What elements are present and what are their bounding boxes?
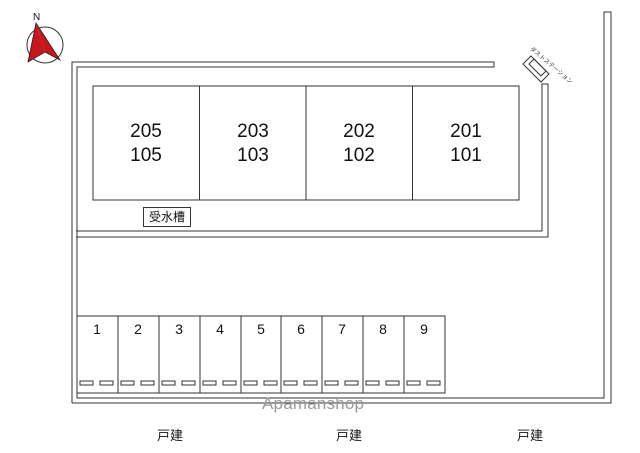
unit-upper: 201 xyxy=(450,121,482,142)
inner-wall xyxy=(76,83,549,238)
parking-slot-2: 2 xyxy=(134,321,142,337)
building-unit-202-102: 202 102 xyxy=(306,120,412,168)
parking-slot-8: 8 xyxy=(379,321,387,337)
neighbor-house-label: 戸建 xyxy=(516,429,543,444)
trash-station-icon xyxy=(522,55,550,83)
unit-upper: 205 xyxy=(130,121,162,142)
parking-slot-1: 1 xyxy=(93,321,101,337)
unit-lower: 102 xyxy=(343,145,375,166)
unit-upper: 203 xyxy=(237,121,269,142)
wheel-stops xyxy=(79,380,441,386)
watermark: Apamanshop xyxy=(262,394,365,413)
neighbor-house-label: 戸建 xyxy=(156,429,183,444)
unit-lower: 103 xyxy=(237,145,269,166)
neighbor-house-label: 戸建 xyxy=(335,429,362,444)
parking-slot-3: 3 xyxy=(175,321,183,337)
unit-lower: 105 xyxy=(130,145,162,166)
building-unit-201-101: 201 101 xyxy=(413,120,519,168)
parking-lot xyxy=(76,315,446,394)
parking-slot-7: 7 xyxy=(338,321,346,337)
parking-slot-6: 6 xyxy=(297,321,305,337)
water-tank-label: 受水槽 xyxy=(143,207,191,227)
parking-slot-5: 5 xyxy=(257,321,265,337)
unit-upper: 202 xyxy=(343,121,375,142)
building-outline xyxy=(92,85,520,201)
site-boundary xyxy=(71,11,612,404)
parking-slot-9: 9 xyxy=(420,321,428,337)
parking-slot-4: 4 xyxy=(216,321,224,337)
unit-lower: 101 xyxy=(450,145,482,166)
north-arrow-icon xyxy=(26,21,64,64)
building-unit-203-103: 203 103 xyxy=(200,120,306,168)
north-label: N xyxy=(33,12,41,23)
building-unit-205-105: 205 105 xyxy=(93,120,199,168)
